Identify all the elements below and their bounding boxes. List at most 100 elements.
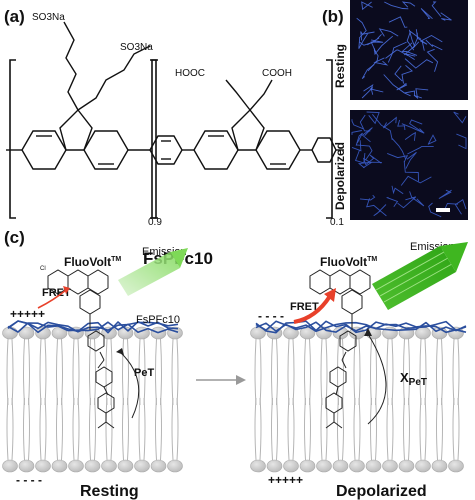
acid-left: HOOC (175, 68, 205, 79)
lipid-tail (358, 397, 361, 461)
micrograph-label-resting: Resting (333, 44, 347, 88)
fluorene-unit-2 (182, 79, 344, 170)
lipid-tail (138, 397, 141, 461)
lipid-tail (89, 397, 91, 461)
lipid-head (51, 459, 68, 473)
dye-name-text-left: FluoVolt (64, 255, 111, 269)
lipid-tail (44, 397, 47, 461)
lipid-tail (342, 338, 344, 406)
lipid-tail (28, 397, 30, 461)
cell-outline (453, 111, 467, 124)
lipid-head (35, 326, 51, 340)
cell-outline (396, 83, 408, 91)
lipid-tail (276, 397, 278, 461)
lipid-head (365, 459, 382, 473)
transition-arrow (196, 375, 246, 385)
cell-outline (428, 202, 442, 218)
cell-outline (409, 191, 425, 207)
lipid-tail (287, 397, 290, 461)
micrograph-resting (350, 0, 468, 100)
cell-outline (358, 33, 368, 49)
cell-outline (362, 157, 372, 169)
lipid-tail (353, 338, 356, 406)
fluorene-unit-1 (6, 21, 151, 170)
lipid-head (448, 459, 464, 473)
cell-outline (355, 132, 363, 146)
subscript-first: 0.9 (148, 217, 162, 228)
lipid-tail (271, 338, 273, 406)
cell-outline (403, 29, 416, 56)
lipid-tail (110, 397, 113, 461)
cell-outline (431, 1, 442, 17)
lipid-tail (309, 397, 311, 461)
lipid-tail (39, 338, 42, 406)
lipid-tail (436, 397, 438, 461)
so3na-right: SO3Na (120, 42, 153, 53)
lipid-head (84, 459, 101, 473)
cell-outline (426, 48, 439, 72)
lipid-head (35, 459, 51, 473)
cell-outline (397, 119, 406, 131)
cell-outline (394, 65, 403, 82)
lipid-head (316, 459, 332, 473)
emission-beam-right (372, 242, 468, 310)
fret-label-right: FRET (290, 301, 319, 313)
cell-outline (360, 31, 375, 41)
cell-outline (413, 88, 429, 100)
subscript-second: 0.1 (330, 217, 344, 228)
polymer-label-left: FsPFc10 (136, 314, 180, 326)
lipid-tail (304, 397, 306, 461)
lipid-tail (176, 338, 179, 406)
lipid-tail (122, 397, 124, 461)
cell-outline (385, 49, 409, 59)
lipid-tail (39, 397, 42, 461)
cell-outline (403, 161, 419, 182)
cell-outline (361, 1, 373, 11)
lipid-tail (155, 338, 157, 406)
lipid-tail (325, 338, 328, 406)
lipid-tail (254, 338, 257, 406)
lipid-tail (72, 397, 75, 461)
lipid-head (2, 459, 18, 473)
lipid-tail (391, 397, 394, 461)
membrane-depolarized (250, 326, 464, 473)
polymer-strand (7, 321, 179, 334)
fret-arrowhead-right (324, 288, 336, 302)
cell-outline (355, 149, 366, 164)
fret-arrow-right (293, 294, 332, 324)
lipid-head (250, 459, 266, 473)
cell-outline (359, 194, 376, 201)
micrograph-depolarized (350, 110, 468, 220)
pet-x-right: X (400, 370, 409, 385)
phenylene-1 (149, 135, 183, 165)
scale-bar (436, 208, 450, 212)
lipid-head (398, 459, 415, 473)
fret-arrow-left (37, 289, 67, 309)
lipid-tail (89, 338, 91, 406)
so3na-left: SO3Na (32, 12, 65, 23)
cell-outline (378, 28, 399, 37)
lipid-tail (171, 338, 174, 406)
lipid-tail (441, 338, 443, 406)
lipid-tail (276, 338, 278, 406)
cell-outline (356, 144, 373, 161)
cell-outline (366, 198, 387, 217)
lipid-tail (23, 338, 25, 406)
lipid-tail (320, 397, 323, 461)
cell-outline (384, 1, 409, 10)
lipid-tail (452, 338, 455, 406)
lipid-tail (94, 397, 96, 461)
cell-network-resting (356, 1, 452, 100)
lipid-tail (171, 397, 174, 461)
panel-c: (c) Cl F (2, 228, 468, 500)
lipid-tail (391, 338, 394, 406)
lipid-tail (56, 397, 58, 461)
lipid-tail (419, 338, 422, 406)
lipid-head (150, 459, 167, 473)
lipid-head (101, 459, 117, 473)
lipid-tail (375, 397, 377, 461)
lipid-head (299, 459, 316, 473)
dye-atom-cl-left: Cl (40, 266, 46, 272)
charges-top-right: - - - - (258, 309, 284, 323)
polymer-strand (7, 320, 179, 333)
